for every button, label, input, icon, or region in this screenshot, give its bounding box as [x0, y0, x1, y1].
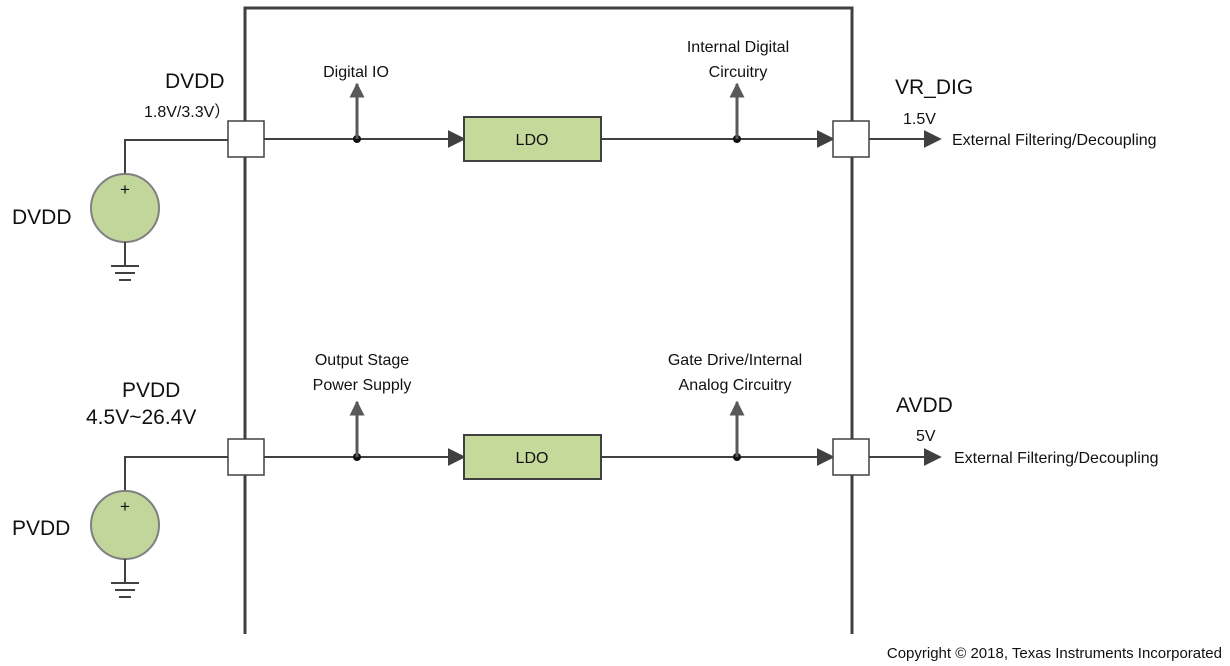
avdd-voltage: 5V — [916, 428, 936, 445]
gate-drive-label-line1: Gate Drive/Internal — [668, 352, 802, 369]
device-boundary — [243, 6, 854, 634]
internal-digital-label-line1: Internal Digital — [687, 39, 789, 56]
dvdd-ground-icon — [111, 242, 139, 281]
pvdd-pin-label: PVDD — [122, 379, 180, 402]
copyright-notice: Copyright © 2018, Texas Instruments Inco… — [887, 645, 1222, 662]
dvdd-pin-voltage: 1.8V/3.3V） — [144, 103, 230, 121]
dvdd-ldo-label: LDO — [516, 132, 549, 149]
vr-dig-label: VR_DIG — [895, 76, 973, 99]
pvdd-ground-icon — [111, 559, 139, 598]
gate-drive-label-line2: Analog Circuitry — [679, 377, 792, 394]
output-stage-label-line2: Power Supply — [313, 377, 412, 394]
dvdd-source-label: DVDD — [12, 206, 72, 229]
pvdd-ldo-label: LDO — [516, 450, 549, 467]
dvdd-pin-label: DVDD — [165, 70, 225, 93]
dvdd-source-wire — [124, 139, 228, 175]
avdd-label: AVDD — [896, 394, 953, 417]
digital-io-label: Digital IO — [323, 64, 389, 81]
vr-dig-pin — [832, 120, 870, 158]
pvdd-source-label: PVDD — [12, 517, 70, 540]
vr-dig-destination: External Filtering/Decoupling — [952, 132, 1157, 149]
dvdd-row: + DVDD DVDD 1.8V/3.3V） Digital IO LDO In… — [12, 39, 1157, 281]
avdd-destination: External Filtering/Decoupling — [954, 450, 1159, 467]
internal-digital-label-line2: Circuitry — [709, 64, 768, 81]
avdd-pin — [832, 438, 870, 476]
pvdd-ldo-block — [463, 434, 602, 480]
pvdd-pin — [227, 438, 265, 476]
pvdd-source-wire — [124, 456, 228, 492]
vr-dig-voltage: 1.5V — [903, 111, 936, 128]
pvdd-row: + PVDD PVDD 4.5V~26.4V Output Stage Powe… — [12, 352, 1159, 598]
output-stage-label-line1: Output Stage — [315, 352, 409, 369]
dvdd-source-plus: + — [120, 180, 130, 199]
pvdd-source-plus: + — [120, 497, 130, 516]
dvdd-pin — [227, 120, 265, 158]
pvdd-pin-voltage: 4.5V~26.4V — [86, 406, 196, 429]
dvdd-ldo-block — [463, 116, 602, 162]
